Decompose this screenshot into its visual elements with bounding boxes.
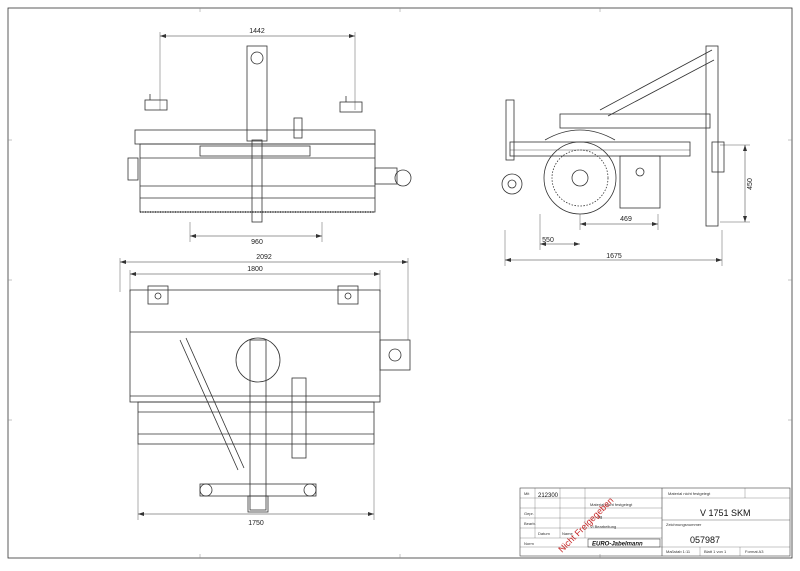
sheet-border	[7, 7, 793, 559]
dim-side-height: 450	[747, 178, 754, 190]
tb-label-gepr: Gepr.	[524, 511, 534, 516]
top-view	[119, 258, 411, 520]
border-ticks	[8, 8, 792, 558]
tb-sheet: Blatt 1 von 1	[704, 549, 727, 554]
company-logo: EURO-Jabelmann	[587, 538, 661, 548]
tb-label-norm: Norm	[524, 541, 534, 546]
tb-company: EURO-Jabelmann	[592, 542, 643, 548]
tb-label-bearb: Bearb.	[524, 521, 536, 526]
tb-edit-note: Vi Bearbeitung	[590, 524, 616, 529]
side-view	[501, 45, 750, 266]
tb-scale: Maßstab 1:11	[666, 549, 691, 554]
tb-format: Format A3	[745, 549, 764, 554]
dim-top-overall: 2092	[256, 254, 272, 261]
tb-label-datum: Datum	[538, 531, 550, 536]
dim-side-brush-outer: 550	[542, 237, 554, 244]
dim-front-width-bottom: 960	[251, 239, 263, 246]
tb-label-mit: Mit	[524, 491, 530, 496]
dim-top-frame: 1800	[247, 266, 263, 273]
tb-product-name: V 1751 SKM	[700, 508, 751, 518]
dim-top-bottom: 1750	[248, 520, 264, 527]
tb-drawing-number: 057987	[690, 535, 720, 545]
tb-part-number: 212300	[538, 493, 559, 499]
tb-material-note: Material nicht festgelegt	[590, 502, 633, 507]
front-view	[127, 32, 412, 242]
tb-label-drawing-number: Zeichnungsnummer	[666, 522, 702, 527]
dim-front-width-top: 1442	[249, 28, 265, 35]
tb-weight-note: kg	[598, 514, 602, 519]
dim-side-total-length: 1675	[606, 253, 622, 260]
tb-material-note-2: Material nicht festgelegt	[668, 491, 711, 496]
dim-side-brush-inner: 469	[620, 216, 632, 223]
tb-label-name: Name	[562, 531, 573, 536]
